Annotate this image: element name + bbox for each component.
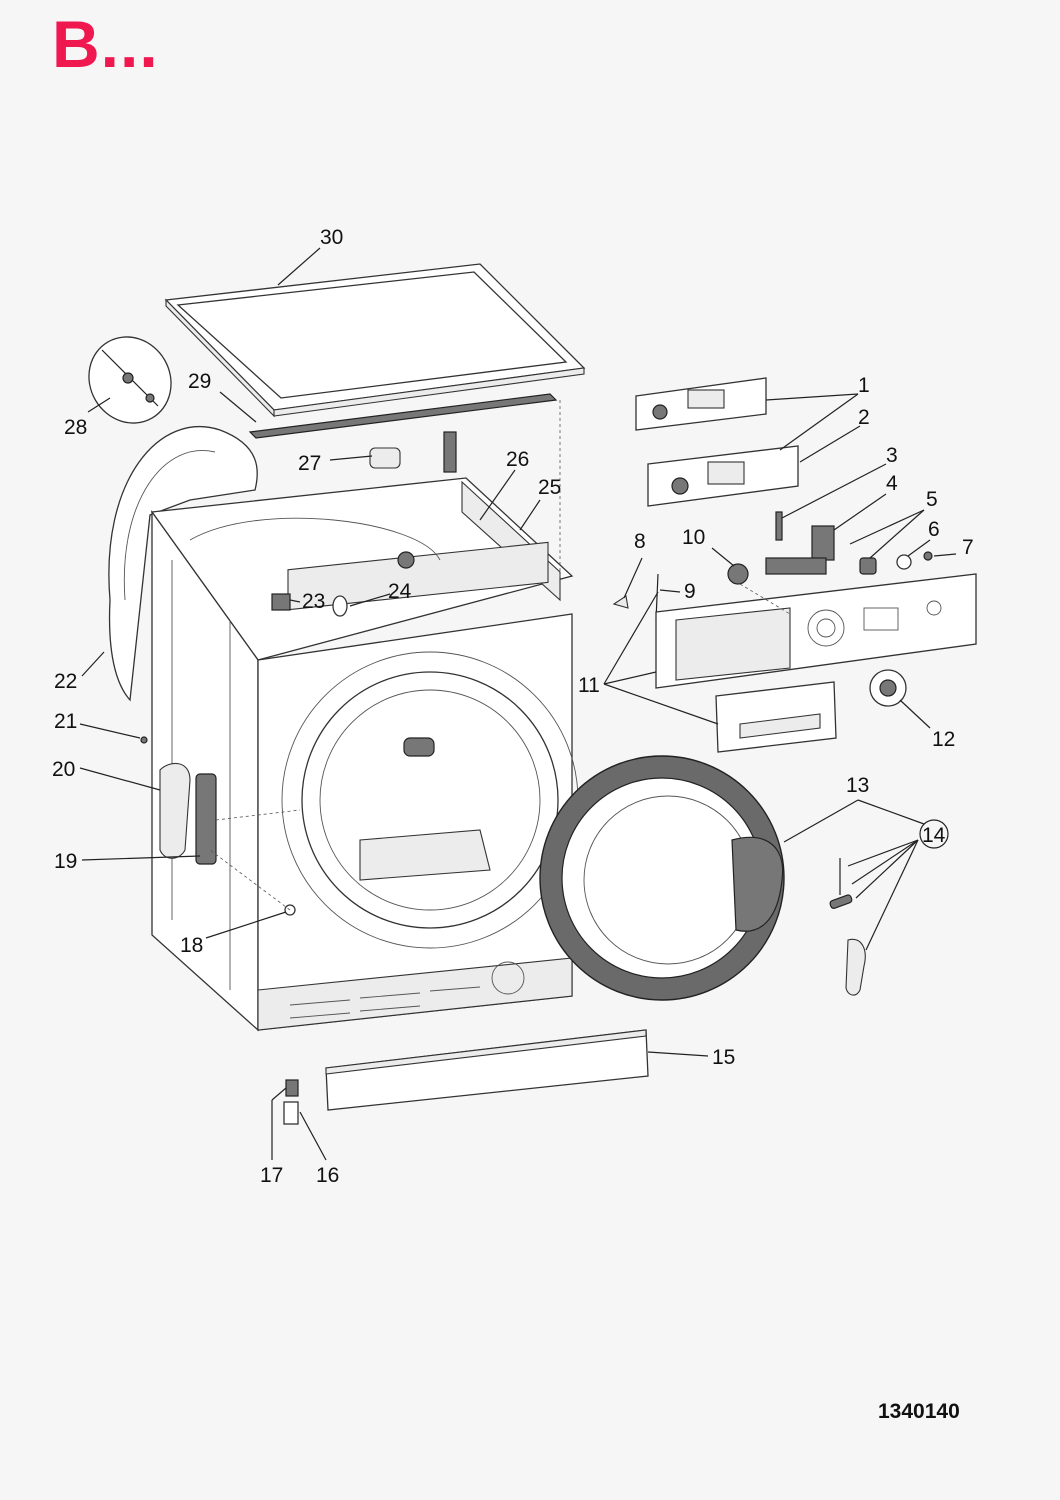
part-detergent-drawer [715,681,837,753]
callout-22: 22 [54,670,77,693]
callout-18: 18 [180,934,203,957]
callout-15: 15 [712,1046,735,1069]
part-door-handle-parts [829,858,866,996]
part-6 [896,554,912,570]
part-4 [811,525,835,561]
callout-9: 9 [684,580,696,603]
callout-6: 6 [928,518,940,541]
part-hose-detail [88,336,172,424]
callout-30: 30 [320,226,343,249]
part-10 [727,563,749,585]
callout-17: 17 [260,1164,283,1187]
callout-11: 11 [578,674,600,697]
callout-27: 27 [298,452,321,475]
callout-7: 7 [962,536,974,559]
callout-1: 1 [858,374,870,397]
part-door-hinge [159,762,217,865]
page-title: B... [52,7,159,81]
callout-4: 4 [886,472,898,495]
part-control-board-2 [647,445,799,507]
callout-5: 5 [926,488,938,511]
callout-26: 26 [506,448,529,471]
callout-8: 8 [634,530,646,553]
part-foot [283,1079,299,1125]
part-kick-plate [325,1029,649,1111]
part-cabinet [150,477,579,1032]
part-27 [369,447,401,469]
part-top-cover [164,263,586,418]
callout-13: 13 [846,774,869,797]
callout-24: 24 [388,580,412,603]
callout-29: 29 [188,370,211,393]
part-rear-panel [108,425,258,702]
part-8 [612,595,629,609]
part-23 [271,593,291,611]
callout-14: 14 [922,824,946,847]
callout-23: 23 [302,590,325,613]
document-code: 1340140 [878,1400,960,1423]
callout-16: 16 [316,1164,339,1187]
callout-3: 3 [886,444,898,467]
part-5 [859,557,877,575]
part-3 [775,511,783,541]
callout-14-ring [919,819,949,849]
part-24 [332,595,348,617]
leader-lines [79,247,957,1161]
part-control-panel [655,573,977,689]
callout-28: 28 [64,416,87,439]
part-12-knob [869,669,907,707]
callout-12: 12 [932,728,955,751]
callout-2: 2 [858,406,870,429]
callout-21: 21 [54,710,77,733]
part-inlet [397,551,415,569]
part-control-board-1 [635,377,767,431]
callout-19: 19 [54,850,77,873]
callout-20: 20 [52,758,75,781]
part-door [539,755,785,1001]
callout-labels: 30 29 28 27 26 25 24 23 22 21 20 19 18 1… [52,226,974,1187]
part-7 [923,551,933,561]
part-21 [140,736,148,744]
callout-25: 25 [538,476,561,499]
part-4b [765,557,827,575]
part-26 [443,431,457,473]
part-kickplate-vents [289,986,481,1019]
callout-10: 10 [682,526,705,549]
part-rear-rail [248,393,558,439]
